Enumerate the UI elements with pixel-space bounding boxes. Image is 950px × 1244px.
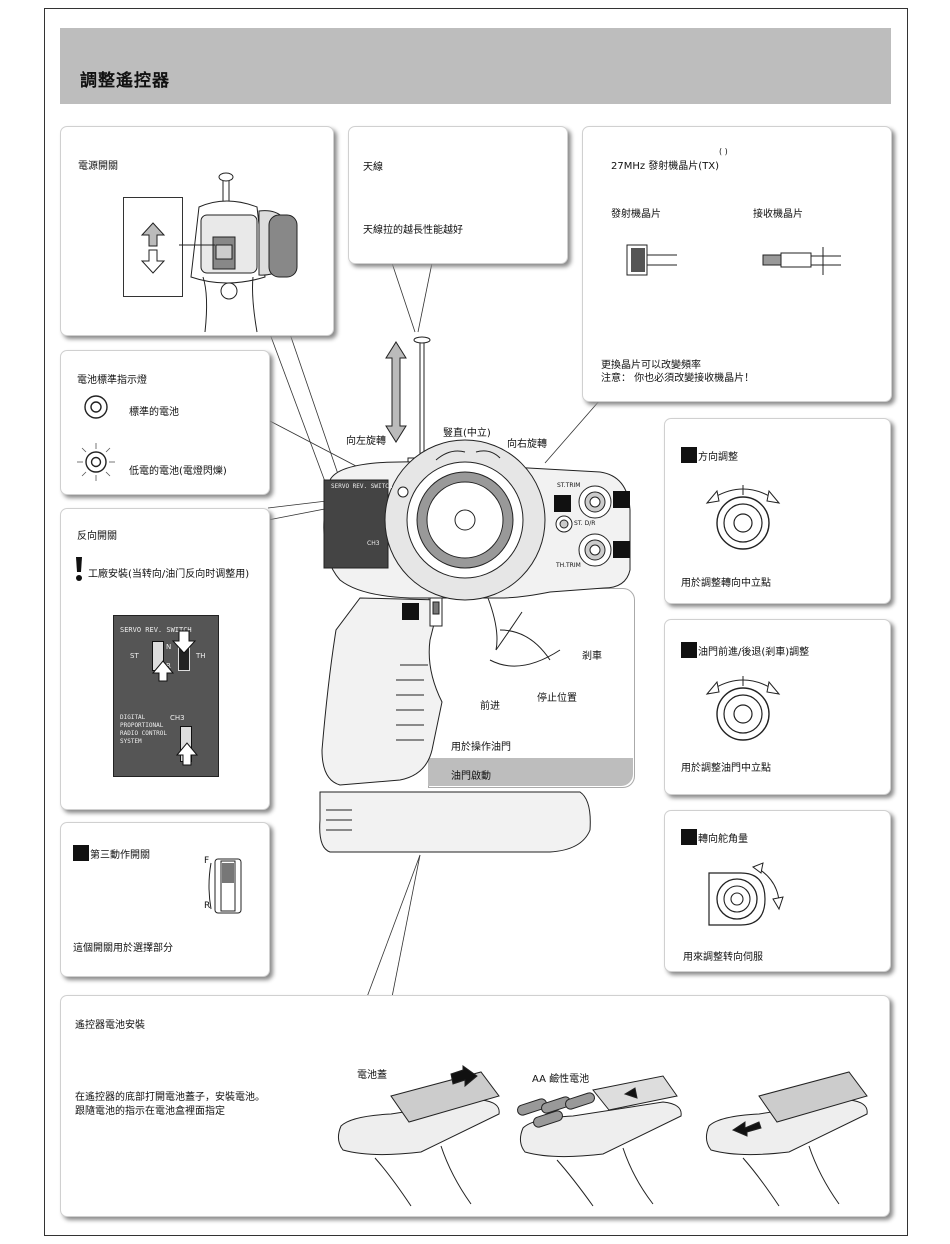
steering-trim-note: 用於調整轉向中立點 <box>681 578 771 589</box>
panel-st-label: ST <box>130 652 139 660</box>
rx-crystal-label: 接收機晶片 <box>753 209 803 220</box>
crystal-note-1: 更換晶片可以改變頻率 <box>601 360 701 371</box>
ch3-switch-marker <box>402 603 419 620</box>
th-trim-label: TH.TRIM <box>556 562 581 569</box>
power-switch-card: 電源開關 <box>60 126 334 336</box>
antenna-note: 天線拉的越長性能越好 <box>363 225 463 236</box>
brake-label: 剎車 <box>582 651 602 662</box>
crystal-card: ( ) 27MHz 發射機晶片(TX) 發射機晶片 接收機晶片 更換晶片可以改變… <box>582 126 892 402</box>
battery-indicator-card: 電池標準指示燈 標準的電池 低電的電池(電燈閃爍) <box>60 350 270 495</box>
stop-position-label: 停止位置 <box>537 693 577 704</box>
low-battery-label: 低電的電池(電燈閃爍) <box>129 466 227 477</box>
steering-trim-knob-icon <box>705 485 781 550</box>
normal-battery-led-icon <box>84 395 108 419</box>
steering-trim-card: 方向調整 用於調整轉向中立點 <box>664 418 891 604</box>
throttle-trim-title: 油門前進/後退(剎車)調整 <box>681 642 809 659</box>
left-turn-label: 向左旋轉 <box>346 436 386 447</box>
page-title: 調整遙控器 <box>80 71 170 91</box>
third-channel-switch-icon <box>208 858 242 914</box>
st-dr-label: ST. D/R <box>574 520 596 527</box>
right-turn-label: 向右旋轉 <box>507 439 547 450</box>
throttle-panel <box>428 588 635 788</box>
battery-step-3-illustration <box>705 1071 868 1207</box>
steering-rate-title: 轉向舵角量 <box>681 829 748 846</box>
steering-rate-card: 轉向舵角量 用來調整转向伺服 <box>664 810 891 972</box>
throttle-start-label: 油門啟動 <box>451 771 491 782</box>
crystal-paren: ( ) <box>719 147 728 156</box>
third-channel-title: 第三動作開關 <box>73 845 150 862</box>
steering-rate-title-text: 轉向舵角量 <box>698 834 748 845</box>
panel-digital-3: RADIO CONTROL <box>120 730 167 737</box>
panel-digital-2: PROPORTIONAL <box>120 722 164 729</box>
rx-crystal-icon <box>762 247 841 275</box>
low-battery-led-icon <box>77 443 115 481</box>
panel-r-label: R <box>166 662 171 670</box>
steering-rate-note: 用來調整转向伺服 <box>683 952 763 963</box>
warning-icon <box>76 557 82 581</box>
page-frame <box>44 8 908 1236</box>
panel-digital-1: DIGITAL <box>120 714 146 721</box>
battery-indicator-title: 電池標準指示燈 <box>77 375 147 386</box>
third-r-label: R <box>204 901 211 911</box>
throttle-start-band <box>428 758 633 786</box>
panel-n-label: N <box>166 643 172 651</box>
throttle-trim-note: 用於調整油門中立點 <box>681 763 771 774</box>
throttle-op-label: 用於操作油門 <box>451 742 511 753</box>
throttle-trim-card: 油門前進/後退(剎車)調整 用於調整油門中立點 <box>664 619 891 795</box>
battery-install-title: 遙控器電池安裝 <box>75 1020 145 1031</box>
servo-rev-header: SERVO REV. SWITCH <box>120 626 192 634</box>
antenna-card: 天線 天線拉的越長性能越好 <box>348 126 568 264</box>
panel-digital-4: SYSTEM <box>120 738 142 745</box>
normal-battery-label: 標準的電池 <box>129 407 179 418</box>
up-down-arrow-icon <box>140 222 166 274</box>
st-dr-marker <box>613 491 630 508</box>
battery-install-line-1: 在遙控器的底部打開電池蓋子，安裝電池。 <box>75 1092 265 1103</box>
tx-crystal-label: 發射機晶片 <box>611 209 661 220</box>
aa-battery-label: AA 鹼性電池 <box>532 1074 590 1085</box>
panel-ch3-label: CH3 <box>170 714 185 722</box>
st-trim-marker <box>554 495 571 512</box>
third-f-label: F <box>204 856 210 866</box>
tx-crystal-icon <box>626 244 677 276</box>
crystal-note-2: 注意： 你也必須改變接收機晶片！ <box>601 373 755 384</box>
steering-trim-title: 方向調整 <box>681 447 738 464</box>
battery-step-2-illustration <box>516 1075 682 1207</box>
vertical-neutral-label: 豎直(中立) <box>443 428 491 439</box>
throttle-trim-knob-icon <box>705 676 781 741</box>
steering-trim-title-text: 方向調整 <box>698 452 738 463</box>
switch-arrows-icon <box>151 630 199 766</box>
center-panel-ch3: CH3 <box>367 540 380 547</box>
battery-install-line-2: 跟隨電池的指示在電池盒裡面指定 <box>75 1106 225 1117</box>
antenna-title: 天線 <box>363 162 383 173</box>
st-trim-label: ST.TRIM <box>557 482 581 489</box>
transmitter-top-illustration <box>179 172 298 333</box>
reverse-switch-card: 反向開關 工廠安裝(当转向/油门反向时调整用) SERVO REV. SWITC… <box>60 508 270 810</box>
page-header: 調整遙控器 <box>60 28 891 104</box>
third-channel-title-text: 第三動作開關 <box>90 850 150 861</box>
reverse-warning: 工廠安裝(当转向/油门反向时调整用) <box>88 569 250 580</box>
th-trim-marker <box>613 541 630 558</box>
third-channel-card: 第三動作開關 F R 這個開關用於選擇部分 <box>60 822 270 977</box>
power-switch-title: 電源開關 <box>78 161 118 172</box>
crystal-title: 27MHz 發射機晶片(TX) <box>611 161 720 172</box>
steering-rate-knob-icon <box>708 862 784 926</box>
third-channel-note: 這個開關用於選擇部分 <box>73 943 173 954</box>
battery-install-card: 遙控器電池安裝 在遙控器的底部打開電池蓋子，安裝電池。 跟隨電池的指示在電池盒裡… <box>60 995 890 1217</box>
switch-direction-box <box>123 197 183 297</box>
forward-label: 前进 <box>480 701 500 712</box>
reverse-switch-title: 反向開關 <box>77 531 117 542</box>
panel-th-label: TH <box>196 652 206 660</box>
transmitter-illustration <box>319 336 631 853</box>
battery-cover-label: 電池蓋 <box>357 1070 387 1081</box>
battery-step-1-illustration <box>337 1065 500 1207</box>
throttle-trim-title-text: 油門前進/後退(剎車)調整 <box>698 647 810 658</box>
center-panel-header: SERVO REV. SWITCH <box>331 483 393 490</box>
